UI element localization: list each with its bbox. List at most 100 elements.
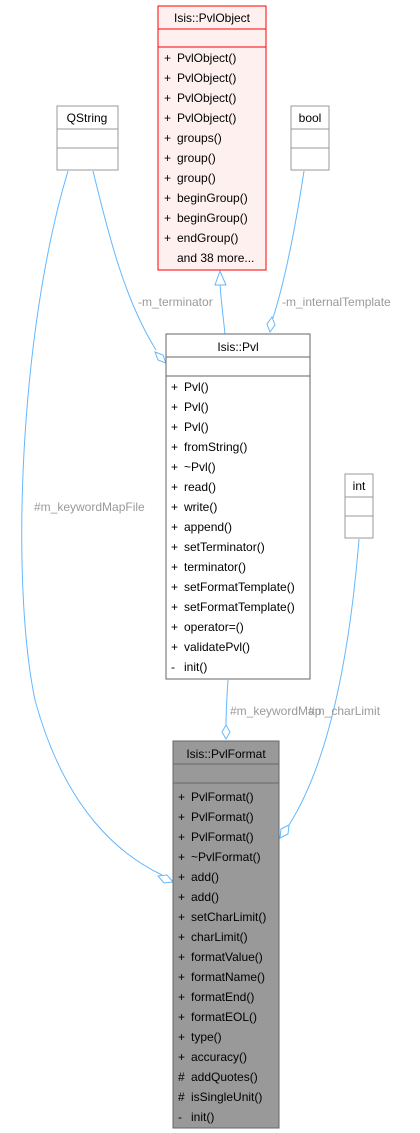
method-name: type() (191, 1030, 222, 1044)
method-visibility: + (178, 810, 185, 824)
method-visibility: + (164, 51, 171, 65)
method-name: endGroup() (177, 231, 238, 245)
class-title-pvl: Isis::Pvl (217, 340, 258, 354)
method-name: and 38 more... (177, 251, 254, 265)
method-name: formatName() (191, 970, 265, 984)
method-visibility: + (171, 400, 178, 414)
method-name: add() (191, 890, 219, 904)
method-visibility: + (178, 850, 185, 864)
method-visibility: + (171, 460, 178, 474)
edge-m-keyword-map-file (21, 170, 163, 876)
method-visibility: + (178, 1010, 185, 1024)
edge-label-m-terminator: -m_terminator (138, 295, 213, 309)
method-name: PvlFormat() (191, 810, 254, 824)
method-name: fromString() (184, 440, 247, 454)
method-visibility: + (178, 790, 185, 804)
method-visibility: + (178, 870, 185, 884)
aggregation-diamond-terminator (154, 351, 167, 364)
class-box-qstring[interactable]: QString (56, 105, 119, 171)
method-name: groups() (177, 131, 222, 145)
edge-m-terminator (92, 170, 157, 351)
method-visibility: + (171, 420, 178, 434)
method-name: setFormatTemplate() (184, 580, 295, 594)
method-name: init() (184, 660, 207, 674)
class-box-pvl[interactable]: Isis::Pvl +Pvl()+Pvl()+Pvl()+fromString(… (165, 333, 311, 680)
class-box-pvlobject[interactable]: Isis::PvlObject +PvlObject()+PvlObject()… (157, 5, 267, 271)
method-name: ~Pvl() (184, 460, 216, 474)
method-name: charLimit() (191, 930, 248, 944)
method-visibility: + (164, 151, 171, 165)
method-visibility: + (171, 620, 178, 634)
method-visibility: + (178, 1050, 185, 1064)
method-name: ~PvlFormat() (191, 850, 261, 864)
aggregation-diamond-char-limit (279, 824, 290, 839)
method-name: init() (191, 1110, 214, 1124)
aggregation-diamond-internal-template (266, 315, 276, 334)
method-name: formatEOL() (191, 1010, 257, 1024)
class-box-pvlformat[interactable]: Isis::PvlFormat +PvlFormat()+PvlFormat()… (172, 740, 280, 1129)
method-visibility: + (171, 580, 178, 594)
inheritance-arrowhead (214, 269, 227, 286)
method-visibility: + (178, 890, 185, 904)
aggregation-diamond-keyword-map (221, 723, 231, 741)
edge-inheritance-pvl-pvlobject (219, 283, 226, 335)
class-title-qstring: QString (67, 111, 108, 125)
edge-label-m-keyword-map: #m_keywordMap (230, 704, 322, 718)
method-visibility: # (178, 1090, 185, 1104)
method-name: accuracy() (191, 1050, 247, 1064)
method-name: write() (183, 500, 217, 514)
edge-label-m-internal-template: -m_internalTemplate (282, 295, 391, 309)
method-name: PvlFormat() (191, 830, 254, 844)
aggregation-diamond-keyword-map-file (157, 874, 174, 884)
method-name: group() (177, 151, 216, 165)
class-title-pvlformat: Isis::PvlFormat (186, 747, 266, 761)
method-name: isSingleUnit() (191, 1090, 262, 1104)
method-name: Pvl() (184, 420, 209, 434)
method-name: validatePvl() (184, 640, 250, 654)
method-visibility: + (178, 830, 185, 844)
method-visibility: + (171, 480, 178, 494)
method-visibility: + (164, 111, 171, 125)
method-visibility: + (178, 950, 185, 964)
method-visibility: + (171, 520, 178, 534)
method-name: group() (177, 171, 216, 185)
method-visibility: + (164, 91, 171, 105)
method-visibility: + (171, 640, 178, 654)
method-name: append() (184, 520, 232, 534)
edge-label-m-char-limit: #m_charLimit (308, 704, 381, 718)
method-visibility: + (178, 930, 185, 944)
method-visibility: + (164, 191, 171, 205)
edge-m-keyword-map (225, 679, 229, 726)
method-name: add() (191, 870, 219, 884)
method-visibility: + (178, 990, 185, 1004)
class-box-int[interactable]: int (344, 473, 374, 539)
method-visibility: + (171, 560, 178, 574)
method-name: PvlObject() (177, 71, 236, 85)
method-name: operator=() (184, 620, 244, 634)
method-visibility: + (171, 600, 178, 614)
class-box-bool[interactable]: bool (290, 105, 330, 171)
method-name: formatValue() (191, 950, 263, 964)
method-name: Pvl() (184, 380, 209, 394)
method-name: read() (184, 480, 216, 494)
method-visibility: + (171, 500, 178, 514)
class-title-bool: bool (299, 111, 322, 125)
method-name: PvlObject() (177, 91, 236, 105)
edge-label-m-keyword-map-file: #m_keywordMapFile (34, 500, 145, 514)
method-name: terminator() (184, 560, 246, 574)
method-name: setFormatTemplate() (184, 600, 295, 614)
method-visibility: + (178, 910, 185, 924)
method-visibility: + (164, 231, 171, 245)
method-name: PvlObject() (177, 111, 236, 125)
method-name: formatEnd() (191, 990, 254, 1004)
method-name: Pvl() (184, 400, 209, 414)
class-title-int: int (353, 479, 366, 493)
method-name: setTerminator() (184, 540, 265, 554)
edge-m-internal-template (272, 170, 305, 319)
method-name: addQuotes() (191, 1070, 258, 1084)
method-visibility: + (164, 171, 171, 185)
method-visibility: + (178, 970, 185, 984)
method-visibility: # (178, 1070, 185, 1084)
method-visibility: - (171, 660, 175, 674)
